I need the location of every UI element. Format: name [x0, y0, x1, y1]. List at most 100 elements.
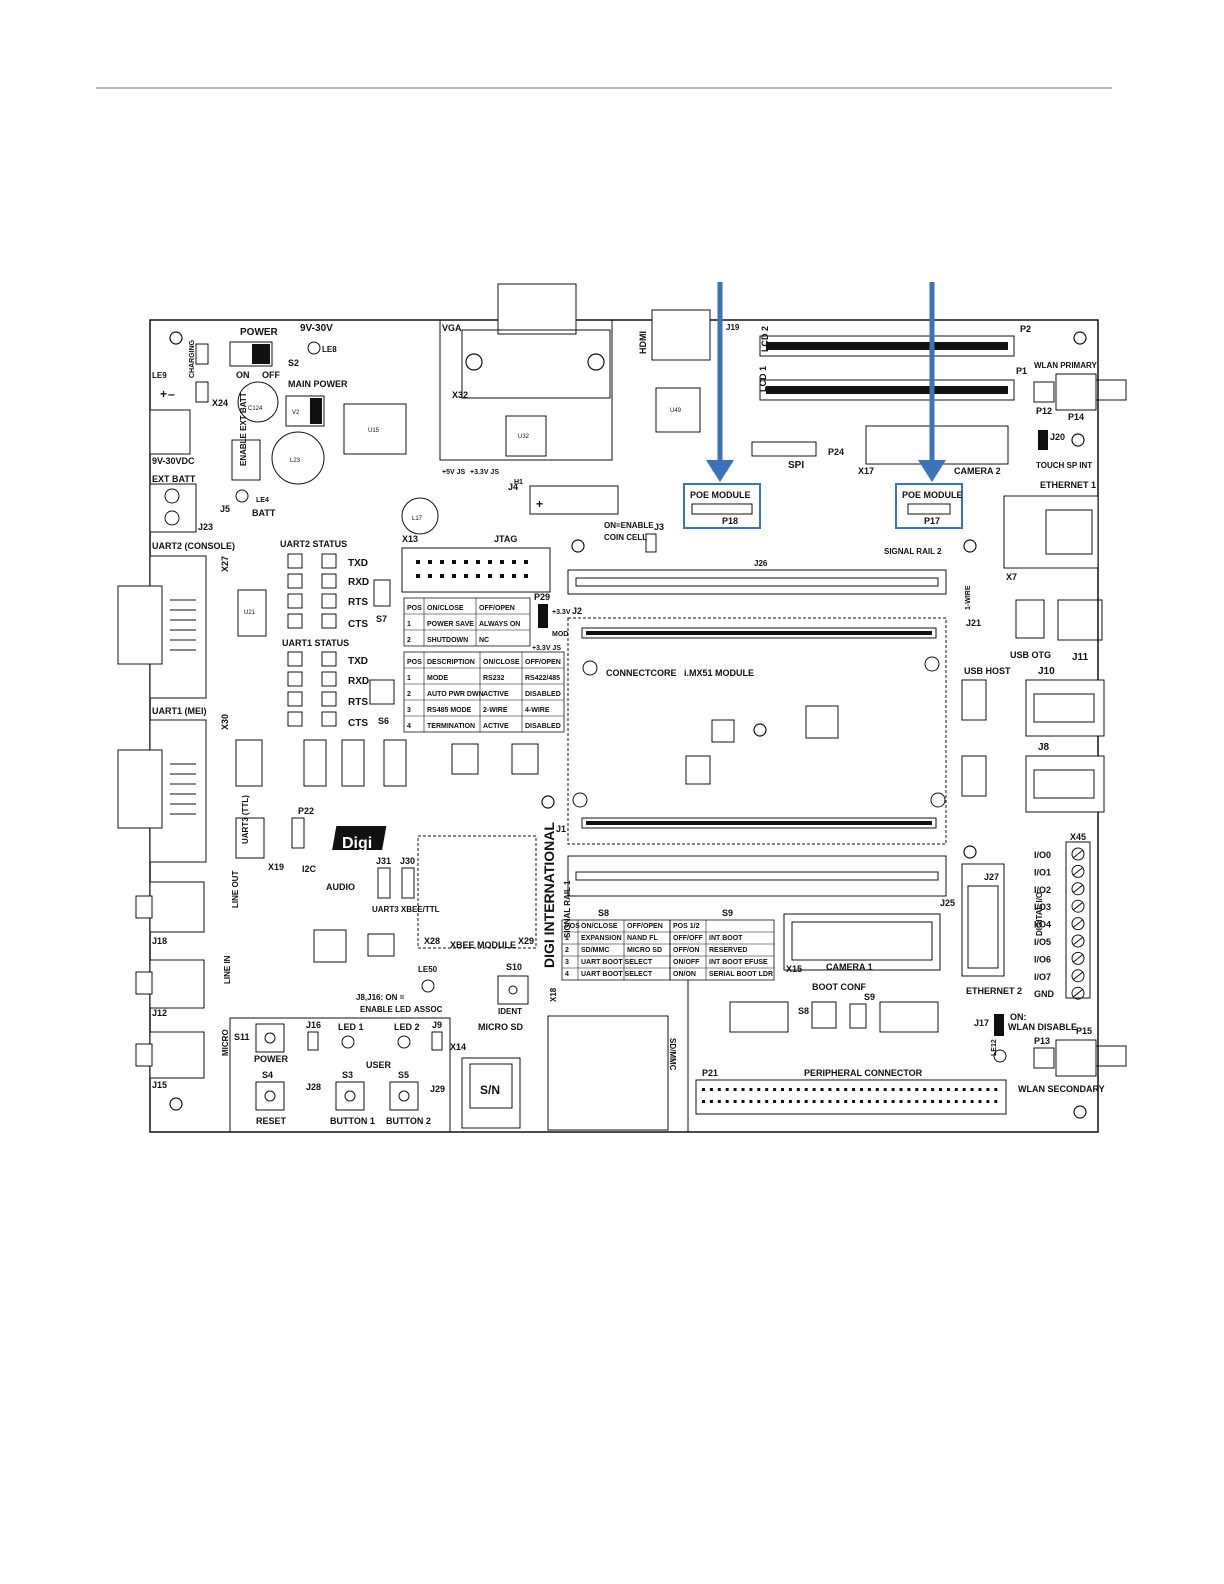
- svg-text:–: –: [168, 387, 175, 401]
- txd2-label: TXD: [348, 558, 368, 569]
- io-label: I/O5: [1034, 937, 1051, 947]
- table-cell: RS485 MODE: [427, 707, 472, 714]
- periph-pin: [915, 1100, 919, 1103]
- periph-pin: [867, 1100, 871, 1103]
- table-cell: 3: [407, 707, 411, 714]
- l23-inductor: [271, 431, 325, 485]
- svg-text:U21: U21: [244, 610, 256, 616]
- io-label: I/O7: [1034, 972, 1051, 982]
- le4-label: LE4: [256, 497, 269, 504]
- periph-pin: [923, 1100, 927, 1103]
- p22-label: P22: [298, 806, 314, 816]
- x15-label: X15: [786, 964, 802, 974]
- periph-pin: [749, 1100, 753, 1103]
- periph-pin: [741, 1100, 745, 1103]
- periph-pin: [836, 1100, 840, 1103]
- table-cell: INT BOOT: [709, 935, 743, 942]
- jtag-connector: [401, 547, 551, 593]
- j16-label: J16: [306, 1020, 321, 1030]
- on-enable-label: ON=ENABLE: [604, 521, 654, 530]
- svg-text:C124: C124: [248, 406, 263, 412]
- periph-pin: [883, 1088, 887, 1091]
- x29-label: X29: [518, 936, 534, 946]
- table-cell: 2: [565, 947, 569, 954]
- xbee-module-label: XBEE MODULE: [450, 940, 516, 950]
- table-cell: POS: [407, 605, 422, 612]
- periph-pin: [899, 1100, 903, 1103]
- svg-text:U49: U49: [670, 408, 682, 414]
- periph-pin: [939, 1088, 942, 1091]
- j18-label: J18: [152, 936, 167, 946]
- io-terminal-screw: [1071, 951, 1085, 965]
- svg-text:U32: U32: [518, 434, 530, 440]
- table-cell: MICRO SD: [627, 947, 662, 954]
- s10-label: S10: [506, 962, 522, 972]
- io-terminal-screw: [1071, 969, 1085, 983]
- j27-label: J27: [984, 872, 999, 882]
- periph-pin: [844, 1100, 848, 1103]
- periph-pin: [788, 1100, 792, 1103]
- le9-label: LE9: [152, 371, 167, 380]
- charging-label: CHARGING: [189, 339, 196, 378]
- ethernet1-jack: [1003, 495, 1099, 569]
- s9-label: S9: [864, 992, 875, 1002]
- s7-label: S7: [376, 614, 387, 624]
- periph-pin: [875, 1100, 879, 1103]
- v33-js-label: +3.3V JS: [470, 469, 499, 476]
- u49-chip: [655, 387, 701, 433]
- periph-pin: [709, 1088, 713, 1091]
- io-terminal-screw: [1071, 899, 1085, 913]
- le50-label: LE50: [418, 965, 438, 974]
- io-label: I/O6: [1034, 954, 1051, 964]
- table-cell: NAND FL: [627, 935, 658, 942]
- micro-sd-slot: [461, 1057, 521, 1129]
- x45-label: X45: [1070, 832, 1086, 842]
- table-cell: RS422/485: [525, 675, 560, 682]
- periph-pin: [820, 1100, 824, 1103]
- periph-pin: [765, 1088, 769, 1091]
- j25-connector: [567, 855, 947, 897]
- svg-text:U15: U15: [368, 428, 380, 434]
- p29-label: P29: [534, 592, 550, 602]
- table-cell: 2: [407, 691, 411, 698]
- on-wlan-label: ON:: [1010, 1012, 1027, 1022]
- main-power-label: MAIN POWER: [288, 379, 348, 389]
- i2c-label: I2C: [302, 864, 317, 874]
- power-button: [255, 1023, 285, 1053]
- periph-pin: [702, 1100, 705, 1103]
- periph-pin: [796, 1088, 800, 1091]
- ethernet2-jack: [967, 885, 999, 969]
- rxd1-label: RXD: [348, 676, 369, 687]
- ident-label: IDENT: [498, 1007, 522, 1016]
- periph-pin: [962, 1100, 966, 1103]
- io-terminal-screw: [1071, 864, 1085, 878]
- periph-pin: [765, 1100, 769, 1103]
- sd-mmc-slot: [547, 1015, 669, 1131]
- table-cell: 1: [407, 675, 411, 682]
- table-cell: ALWAYS ON: [479, 621, 520, 628]
- enable-ext-batt-label: ENABLE EXT BATT: [239, 392, 248, 466]
- periph-pin: [883, 1100, 887, 1103]
- periph-pin: [923, 1088, 927, 1091]
- j3-label: J3: [654, 522, 664, 532]
- spi-label: SPI: [788, 460, 804, 471]
- periph-pin: [844, 1088, 848, 1091]
- button1: [335, 1081, 365, 1111]
- io-label: I/O3: [1034, 902, 1051, 912]
- table-cell: ACTIVE: [483, 691, 509, 698]
- periph-pin: [773, 1100, 777, 1103]
- connectcore-label: CONNECTCORE: [606, 668, 677, 678]
- p1-label: P1: [1016, 366, 1027, 376]
- s9-table-title: S9: [722, 908, 733, 918]
- periph-pin: [907, 1088, 911, 1091]
- table-cell: ON/CLOSE: [427, 605, 464, 612]
- periph-pin: [733, 1088, 737, 1091]
- svg-text:+: +: [536, 497, 543, 511]
- usb-otg-label: USB OTG: [1010, 650, 1051, 660]
- le12-label: LE12: [991, 1039, 998, 1056]
- digi-international-label: DIGI INTERNATIONAL: [541, 822, 557, 968]
- table-cell: ON/CLOSE: [581, 923, 618, 930]
